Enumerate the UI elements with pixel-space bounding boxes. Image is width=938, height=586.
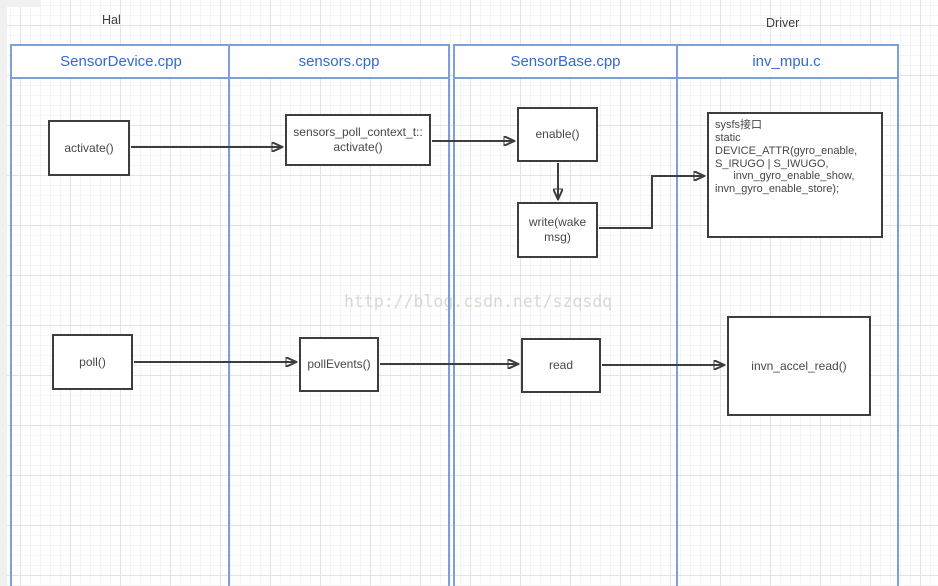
hal-pool-header: SensorDevice.cpp sensors.cpp — [12, 46, 448, 79]
group-label-driver: Driver — [766, 16, 800, 30]
node-sensors-poll-context-activate: sensors_poll_context_t:: activate() — [285, 114, 431, 166]
lane-header-sensorbase: SensorBase.cpp — [510, 53, 621, 70]
node-read: read — [521, 338, 601, 393]
node-invn-accel-read: invn_accel_read() — [727, 316, 871, 416]
watermark: http://blog.csdn.net/szqsdq — [344, 292, 613, 311]
node-pollevents: pollEvents() — [299, 337, 379, 392]
node-label: sysfs接口 static DEVICE_ATTR(gyro_enable, … — [715, 119, 858, 196]
node-label: activate() — [64, 140, 114, 155]
node-sysfs-device-attr: sysfs接口 static DEVICE_ATTR(gyro_enable, … — [707, 112, 883, 238]
lane-divider-sensordevice-sensors — [228, 44, 230, 586]
node-label: read — [548, 358, 574, 372]
node-label: write(wake msg) — [528, 215, 587, 244]
canvas-offpage-strip-top — [0, 0, 41, 7]
group-label-hal: Hal — [102, 13, 121, 27]
lane-header-sensors: sensors.cpp — [298, 53, 380, 70]
lane-header-sensordevice: SensorDevice.cpp — [60, 53, 182, 70]
node-label: poll() — [79, 354, 106, 369]
node-activate: activate() — [48, 120, 130, 176]
node-label: pollEvents() — [307, 357, 371, 371]
node-label: enable() — [535, 127, 580, 141]
node-write-wake-msg: write(wake msg) — [517, 202, 598, 258]
node-label: invn_accel_read() — [751, 358, 847, 373]
hal-pool: SensorDevice.cpp sensors.cpp — [10, 44, 450, 586]
node-poll: poll() — [52, 334, 133, 390]
node-enable: enable() — [517, 107, 598, 162]
node-label: sensors_poll_context_t:: activate() — [293, 125, 423, 154]
canvas-offpage-strip-left — [0, 0, 7, 586]
lane-divider-sensorbase-invmpu — [676, 44, 678, 586]
lane-header-invmpu: inv_mpu.c — [752, 53, 821, 70]
